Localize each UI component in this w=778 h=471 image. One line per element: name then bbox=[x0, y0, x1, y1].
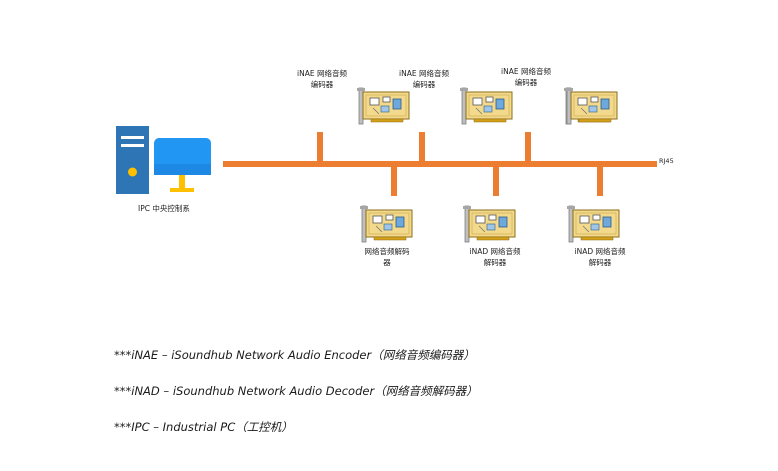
decoder-label-2-line1: iNAD 网络音频 bbox=[469, 247, 521, 256]
encoder-card-icon-4 bbox=[565, 87, 618, 125]
note-ipc: ***IPC – Industrial PC（工控机） bbox=[114, 420, 293, 434]
ipc-label: IPC 中央控制系 bbox=[138, 204, 190, 213]
decoder-card-icon-1 bbox=[360, 205, 413, 243]
decoder-label-3-line2: 解码器 bbox=[588, 258, 612, 267]
encoder-connector-2 bbox=[419, 132, 425, 163]
encoder-label-1: iNAE 网络音频 编码器 bbox=[292, 68, 352, 90]
encoder-label-3: iNAE 网络音频 编码器 bbox=[496, 66, 556, 88]
decoder-label-2-line2: 解码器 bbox=[483, 258, 507, 267]
decoder-card-icon-3 bbox=[567, 205, 620, 243]
decoder-card-icon-2 bbox=[463, 205, 516, 243]
encoder-label-2-line2: 编码器 bbox=[412, 80, 436, 89]
note-inae: ***iNAE – iSoundhub Network Audio Encode… bbox=[114, 348, 475, 362]
decoder-connector-2 bbox=[493, 165, 499, 196]
note-inad: ***iNAD – iSoundhub Network Audio Decode… bbox=[114, 384, 478, 398]
decoder-label-1: 网络音频解码 器 bbox=[356, 246, 418, 268]
decoder-connector-1 bbox=[391, 165, 397, 196]
decoder-label-3: iNAD 网络音频 解码器 bbox=[569, 246, 631, 268]
encoder-label-1-line2: 编码器 bbox=[310, 80, 334, 89]
decoder-label-1-line2: 器 bbox=[383, 258, 391, 267]
encoder-label-3-line1: iNAE 网络音频 bbox=[501, 67, 551, 76]
decoder-label-3-line1: iNAD 网络音频 bbox=[574, 247, 626, 256]
encoder-label-2: iNAE 网络音频 编码器 bbox=[394, 68, 454, 90]
encoder-card-icon-1 bbox=[357, 87, 410, 125]
decoder-connector-3 bbox=[597, 165, 603, 196]
decoder-label-2: iNAD 网络音频 解码器 bbox=[464, 246, 526, 268]
monitor-icon bbox=[154, 138, 211, 192]
rj45-label: RJ45 bbox=[659, 157, 674, 165]
pc-tower-icon bbox=[116, 126, 149, 194]
encoder-connector-3 bbox=[525, 132, 531, 163]
network-bus bbox=[223, 161, 657, 167]
encoder-label-2-line1: iNAE 网络音频 bbox=[399, 69, 449, 78]
encoder-label-1-line1: iNAE 网络音频 bbox=[297, 69, 347, 78]
encoder-connector-1 bbox=[317, 132, 323, 163]
encoder-card-icon-2 bbox=[460, 87, 513, 125]
encoder-label-3-line2: 编码器 bbox=[514, 78, 538, 87]
decoder-label-1-line1: 网络音频解码 bbox=[364, 247, 410, 256]
